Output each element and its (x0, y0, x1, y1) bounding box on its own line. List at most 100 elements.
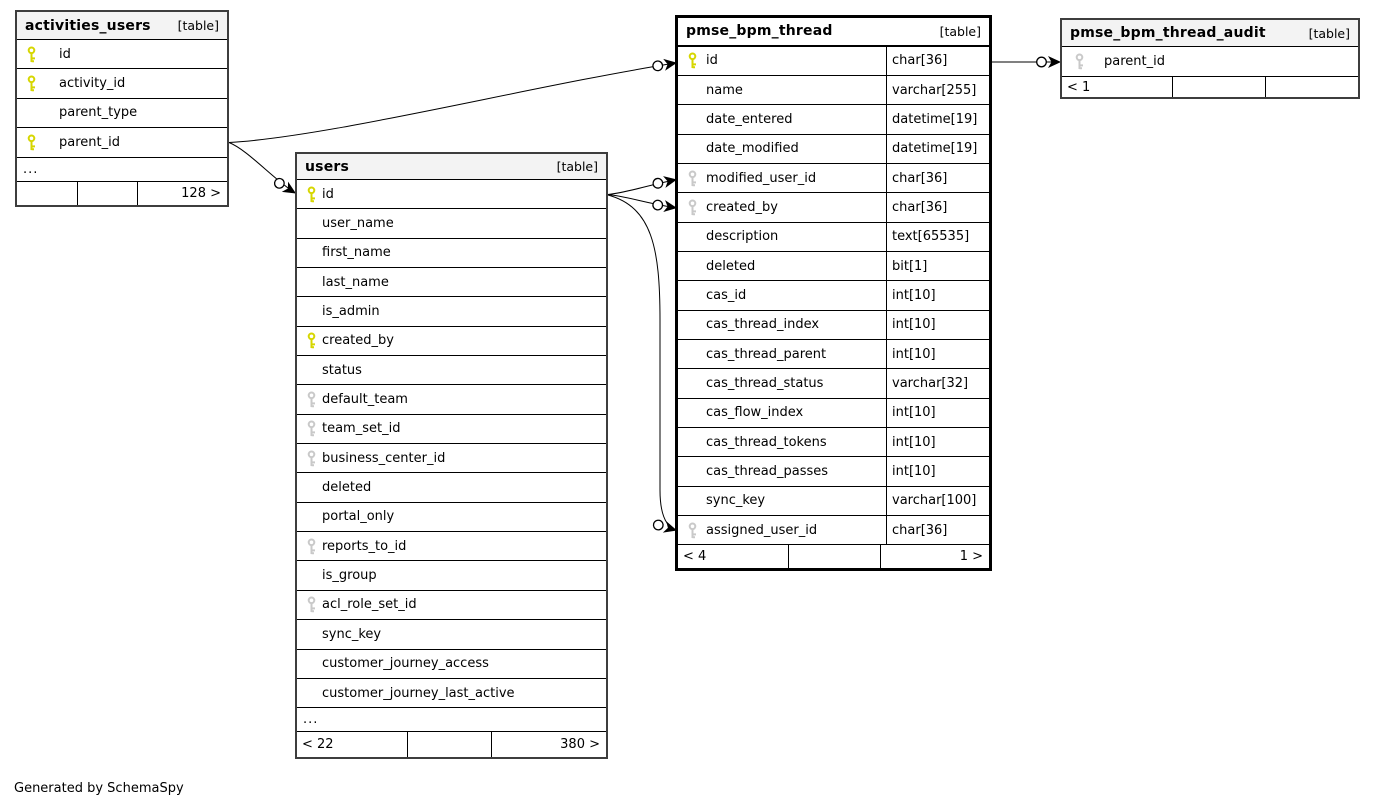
table-footer-pmse_bpm_thread_audit: < 1 (1062, 77, 1358, 97)
relationship-users.id-to-pmse_bpm_thread.modified_user_id (607, 176, 678, 195)
column-name: id (706, 53, 718, 69)
column-row-users-deleted: deleted (297, 473, 606, 503)
column-type: int[10] (886, 427, 989, 457)
column-row-pmse_bpm_thread-date_entered: date_entered datetime[19] (678, 105, 989, 135)
column-row-pmse_bpm_thread-cas_thread_parent: cas_thread_parent int[10] (678, 339, 989, 370)
column-name: modified_user_id (706, 170, 817, 186)
children-count: < 4 (683, 549, 707, 565)
key-slot (678, 199, 706, 216)
column-name: date_entered (706, 111, 793, 127)
column-type: int[10] (886, 281, 989, 310)
column-type: int[10] (886, 310, 989, 339)
relationship-users.id-to-pmse_bpm_thread.created_by (607, 194, 678, 212)
children-count (17, 182, 77, 205)
column-row-users-last_name: last_name (297, 268, 606, 298)
key-slot (297, 538, 322, 555)
column-name: default_team (322, 392, 408, 408)
foreign-key-icon (307, 420, 316, 437)
key-slot (17, 75, 59, 92)
foreign-key-icon (688, 522, 697, 538)
table-name-activities_users[interactable]: activities_users (25, 17, 151, 34)
footer-middle-cell (77, 181, 137, 205)
footer-middle-cell (788, 545, 880, 569)
foreign-key-icon (1075, 53, 1084, 70)
column-name: is_group (322, 568, 377, 584)
primary-key-icon (27, 75, 36, 92)
table-footer-activities_users: 128 > (17, 181, 227, 205)
table-footer-users: < 22 380 > (297, 732, 606, 757)
foreign-key-icon (307, 538, 316, 555)
generator-credit: Generated by SchemaSpy (14, 781, 184, 796)
relationship-users.id-to-pmse_bpm_thread.assigned_user_id (607, 194, 678, 533)
key-slot (297, 420, 322, 437)
parents-count: 380 > (491, 732, 606, 757)
column-type: char[36] (886, 46, 989, 75)
key-slot (678, 52, 706, 69)
column-name: assigned_user_id (706, 522, 818, 538)
column-name: business_center_id (322, 450, 446, 466)
column-type: datetime[19] (886, 105, 989, 134)
column-name: cas_id (706, 287, 747, 303)
column-row-users-status: status (297, 356, 606, 386)
table-name-users[interactable]: users (305, 158, 350, 175)
column-row-users-user_name: user_name (297, 209, 606, 239)
parents-count: 128 > (137, 181, 227, 205)
column-name: team_set_id (322, 421, 401, 437)
column-type: bit[1] (886, 251, 989, 281)
key-slot (297, 391, 322, 408)
column-name: name (706, 82, 743, 98)
key-slot (297, 596, 322, 613)
key-slot (297, 186, 322, 203)
table-name-pmse_bpm_thread_audit[interactable]: pmse_bpm_thread_audit (1070, 25, 1266, 41)
primary-key-icon (307, 332, 316, 349)
column-row-users-business_center_id: business_center_id (297, 444, 606, 474)
column-type: varchar[32] (886, 369, 989, 398)
table-tag: [table] (939, 23, 981, 39)
column-name: date_modified (706, 141, 799, 157)
column-row-activities_users-parent_id: parent_id (17, 128, 227, 158)
column-type: text[65535] (886, 222, 989, 251)
column-row-pmse_bpm_thread_audit-parent_id: parent_id (1062, 47, 1358, 77)
column-name: customer_journey_access (322, 656, 489, 672)
column-row-users-customer_journey_last_active: customer_journey_last_active (297, 679, 606, 709)
relationship-activities_users.parent_id-to-users.id (228, 142, 297, 194)
column-name: cas_thread_status (706, 375, 824, 391)
table-tag: [table] (177, 18, 219, 33)
column-row-pmse_bpm_thread-cas_id: cas_id int[10] (678, 281, 989, 311)
parents-count (1265, 77, 1358, 97)
column-row-users-acl_role_set_id: acl_role_set_id (297, 591, 606, 621)
column-row-pmse_bpm_thread-cas_flow_index: cas_flow_index int[10] (678, 398, 989, 428)
column-name: deleted (322, 480, 372, 496)
column-name: cas_flow_index (706, 405, 804, 421)
column-row-users-portal_only: portal_only (297, 503, 606, 533)
key-slot (1062, 53, 1104, 70)
column-row-users-id: id (297, 180, 606, 210)
column-name: cas_thread_parent (706, 346, 827, 362)
column-name: created_by (706, 199, 778, 215)
footer-middle-cell (1172, 77, 1265, 97)
column-name: activity_id (59, 76, 126, 92)
column-name: acl_role_set_id (322, 597, 417, 613)
column-type: int[10] (886, 398, 989, 427)
column-name: parent_id (1104, 54, 1165, 69)
column-row-users-is_group: is_group (297, 561, 606, 591)
column-row-users-customer_journey_access: customer_journey_access (297, 650, 606, 679)
primary-key-icon (27, 134, 36, 151)
key-slot (678, 522, 706, 539)
column-type: int[10] (886, 339, 989, 369)
table-name-pmse_bpm_thread[interactable]: pmse_bpm_thread (686, 23, 833, 40)
footer-middle-cell (407, 732, 491, 757)
key-slot (297, 450, 322, 467)
children-count: < 22 (302, 736, 334, 752)
